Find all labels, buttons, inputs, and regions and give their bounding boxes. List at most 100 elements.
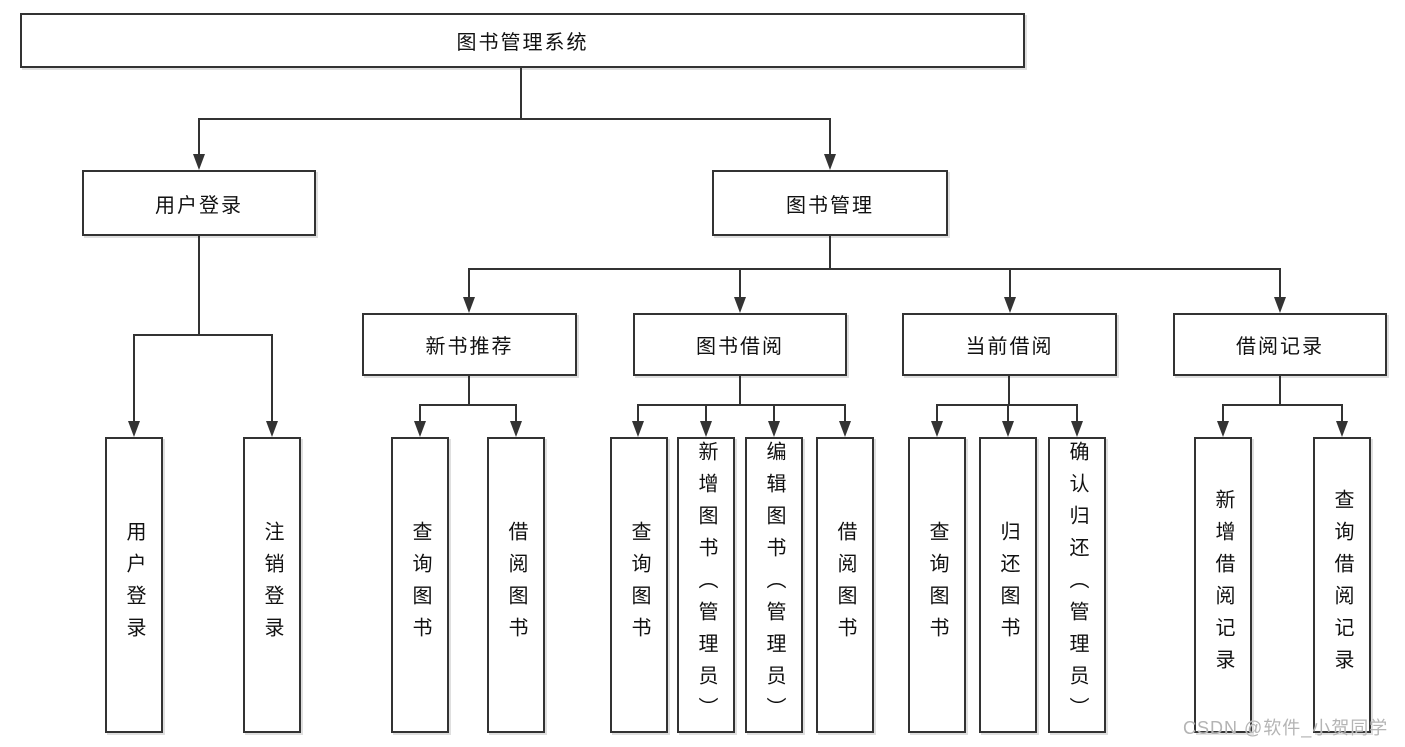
arrow-to-leaf-borrow-books-a <box>510 406 522 437</box>
arrow-head-icon <box>1004 297 1016 313</box>
arrow-shaft <box>468 270 470 298</box>
arrow-to-leaf-add-borrow-record <box>1217 406 1229 437</box>
leaf-confirm-return-admin-label: 确认归还（管理员） <box>1066 441 1088 729</box>
node-user-login: 用户登录 <box>82 170 316 236</box>
arrow-head-icon <box>1336 421 1348 437</box>
leaf-borrow-books-b-label: 借阅图书 <box>834 521 856 649</box>
connector-user-login-split <box>133 334 273 336</box>
leaf-borrow-books-a: 借阅图书 <box>487 437 545 733</box>
leaf-add-books-admin-label: 新增图书（管理员） <box>695 441 717 729</box>
leaf-query-borrow-record: 查询借阅记录 <box>1313 437 1371 733</box>
arrow-to-leaf-borrow-books-b <box>839 406 851 437</box>
connector-borrow-records-trunk <box>1279 376 1281 405</box>
node-user-login-label: 用户登录 <box>155 194 243 217</box>
arrow-head-icon <box>1071 421 1083 437</box>
arrow-shaft <box>829 120 831 155</box>
arrow-head-icon <box>824 154 836 170</box>
arrow-head-icon <box>1002 421 1014 437</box>
arrow-to-new-book-recommend <box>463 270 475 313</box>
arrow-to-current-borrow <box>1004 270 1016 313</box>
leaf-add-borrow-record: 新增借阅记录 <box>1194 437 1252 733</box>
arrow-shaft <box>1076 406 1078 422</box>
node-book-borrow-label: 图书借阅 <box>696 336 784 358</box>
leaf-query-books-b-label: 查询图书 <box>628 521 650 649</box>
arrow-head-icon <box>931 421 943 437</box>
node-book-management-label: 图书管理 <box>786 194 874 217</box>
leaf-user-login: 用户登录 <box>105 437 163 733</box>
arrow-head-icon <box>632 421 644 437</box>
arrow-head-icon <box>414 421 426 437</box>
node-root-system-label: 图书管理系统 <box>456 32 589 54</box>
arrow-shaft <box>936 406 938 422</box>
arrow-to-leaf-query-books-c <box>931 406 943 437</box>
arrow-to-leaf-confirm-return <box>1071 406 1083 437</box>
arrow-to-leaf-user-login <box>128 336 140 437</box>
arrow-to-leaf-return-books <box>1002 406 1014 437</box>
node-root-system: 图书管理系统 <box>20 13 1025 68</box>
arrow-shaft <box>739 270 741 298</box>
arrow-head-icon <box>510 421 522 437</box>
arrow-shaft <box>515 406 517 422</box>
arrow-to-leaf-edit-books <box>768 406 780 437</box>
arrow-to-leaf-query-books-a <box>414 406 426 437</box>
connector-current-borrow-trunk <box>1008 376 1010 405</box>
leaf-confirm-return-admin: 确认归还（管理员） <box>1048 437 1106 733</box>
connector-book-management-trunk <box>829 236 831 269</box>
leaf-return-books-label: 归还图书 <box>997 521 1019 649</box>
connector-user-login-trunk <box>198 236 200 335</box>
connector-borrow-records-split <box>1222 404 1343 406</box>
arrow-shaft <box>1009 270 1011 298</box>
leaf-edit-books-admin: 编辑图书（管理员） <box>745 437 803 733</box>
leaf-return-books: 归还图书 <box>979 437 1037 733</box>
node-new-book-recommend-label: 新书推荐 <box>425 336 514 358</box>
leaf-logout: 注销登录 <box>243 437 301 733</box>
arrow-shaft <box>844 406 846 422</box>
arrow-shaft <box>271 336 273 422</box>
leaf-user-login-label: 用户登录 <box>123 521 145 649</box>
leaf-add-books-admin: 新增图书（管理员） <box>677 437 735 733</box>
connector-level3-split <box>468 268 1281 270</box>
arrow-to-leaf-add-books <box>700 406 712 437</box>
node-current-borrow-label: 当前借阅 <box>965 336 1054 358</box>
arrow-shaft <box>705 406 707 422</box>
leaf-query-borrow-record-label: 查询借阅记录 <box>1331 489 1353 681</box>
leaf-query-books-a: 查询图书 <box>391 437 449 733</box>
connector-book-borrow-trunk <box>739 376 741 405</box>
leaf-add-borrow-record-label: 新增借阅记录 <box>1212 489 1234 681</box>
arrow-to-leaf-query-borrow-record <box>1336 406 1348 437</box>
leaf-borrow-books-a-label: 借阅图书 <box>505 521 527 649</box>
arrow-head-icon <box>768 421 780 437</box>
node-book-borrow: 图书借阅 <box>633 313 847 376</box>
arrow-shaft <box>773 406 775 422</box>
connector-book-borrow-split <box>637 404 846 406</box>
node-book-management: 图书管理 <box>712 170 948 236</box>
connector-level2-split <box>198 118 831 120</box>
arrow-shaft <box>133 336 135 422</box>
arrow-shaft <box>1279 270 1281 298</box>
connector-root-trunk <box>520 68 522 120</box>
leaf-edit-books-admin-label: 编辑图书（管理员） <box>763 441 785 729</box>
connector-current-borrow-split <box>936 404 1078 406</box>
node-borrow-records: 借阅记录 <box>1173 313 1387 376</box>
arrow-shaft <box>1007 406 1009 422</box>
arrow-head-icon <box>1217 421 1229 437</box>
node-borrow-records-label: 借阅记录 <box>1236 336 1324 358</box>
arrow-to-leaf-logout <box>266 336 278 437</box>
arrow-to-book-borrow <box>734 270 746 313</box>
arrow-head-icon <box>463 297 475 313</box>
arrow-shaft <box>637 406 639 422</box>
leaf-logout-label: 注销登录 <box>261 521 283 649</box>
leaf-query-books-c: 查询图书 <box>908 437 966 733</box>
csdn-watermark: CSDN @软件_小贺同学 <box>1183 718 1389 738</box>
arrow-shaft <box>1222 406 1224 422</box>
arrow-head-icon <box>128 421 140 437</box>
arrow-to-borrow-records <box>1274 270 1286 313</box>
arrow-head-icon <box>266 421 278 437</box>
leaf-borrow-books-b: 借阅图书 <box>816 437 874 733</box>
arrow-head-icon <box>734 297 746 313</box>
arrow-head-icon <box>839 421 851 437</box>
arrow-head-icon <box>1274 297 1286 313</box>
arrow-shaft <box>419 406 421 422</box>
arrow-to-leaf-query-books-b <box>632 406 644 437</box>
